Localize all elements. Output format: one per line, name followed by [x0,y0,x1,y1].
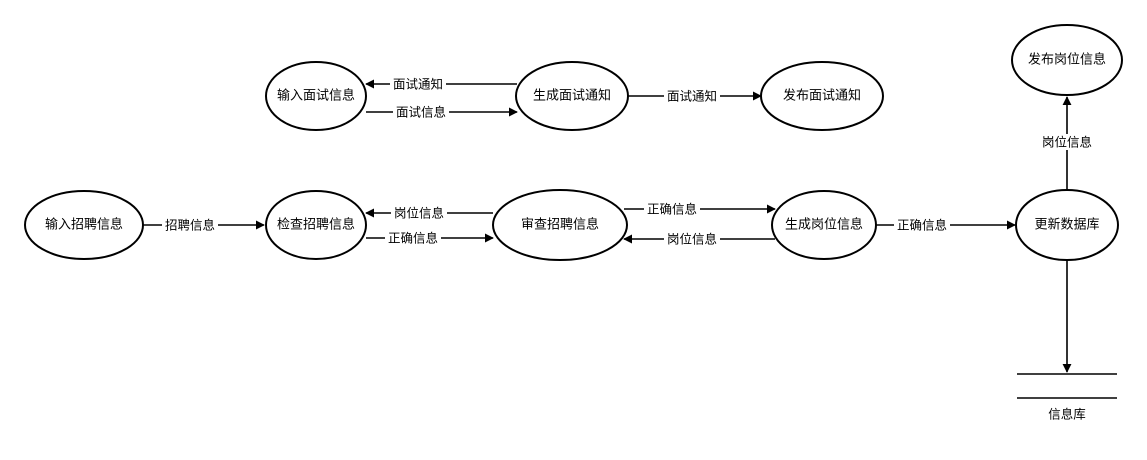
edge-label-notice-forward: 面试通知 [664,88,720,104]
node-input-interview[interactable]: 输入面试信息 [265,61,367,131]
edge-label-text: 面试信息 [396,105,446,120]
node-label: 输入面试信息 [277,88,355,104]
edge-label-gen-correct: 正确信息 [894,217,950,233]
node-publish-interview-notice[interactable]: 发布面试通知 [760,61,884,131]
edge-label-text: 招聘信息 [165,218,215,233]
node-label: 生成面试通知 [533,88,611,104]
edge-label-text: 正确信息 [647,202,697,217]
edge-label-interview-info: 面试信息 [393,104,449,120]
edge-label-gen-back-job-info: 岗位信息 [664,231,720,247]
node-label: 发布岗位信息 [1028,52,1106,68]
node-label: 发布面试通知 [783,88,861,104]
edge-label-text: 正确信息 [388,231,438,246]
node-update-db[interactable]: 更新数据库 [1015,189,1119,261]
edge-label-recruit-info: 招聘信息 [162,217,218,233]
edge-label-text: 正确信息 [897,218,947,233]
node-label: 更新数据库 [1034,217,1099,233]
edge-label-text: 面试通知 [667,89,717,104]
node-publish-job-info[interactable]: 发布岗位信息 [1011,24,1123,96]
edge-label-text: 面试通知 [393,77,443,92]
edge-label-job-info-up: 岗位信息 [1039,134,1095,150]
node-label: 生成岗位信息 [785,217,863,233]
node-label: 审查招聘信息 [521,217,599,233]
node-check-recruit[interactable]: 检查招聘信息 [265,190,367,260]
node-input-recruit[interactable]: 输入招聘信息 [24,190,144,260]
node-label: 检查招聘信息 [277,217,355,233]
data-store-info-db[interactable]: 信息库 [1017,373,1117,422]
edge-label-check-back-job-info: 岗位信息 [391,205,447,221]
edge-label-text: 岗位信息 [667,232,717,247]
store-label: 信息库 [1048,407,1086,422]
edge-label-review-correct: 正确信息 [644,201,700,217]
node-gen-job-info[interactable]: 生成岗位信息 [771,190,877,260]
node-review-recruit[interactable]: 审查招聘信息 [492,189,628,261]
edge-label-notice-back: 面试通知 [390,76,446,92]
edge-label-text: 岗位信息 [394,206,444,221]
edge-label-text: 岗位信息 [1042,135,1092,150]
node-gen-interview-notice[interactable]: 生成面试通知 [515,61,629,131]
edge-label-check-correct: 正确信息 [385,230,441,246]
node-label: 输入招聘信息 [45,217,123,233]
